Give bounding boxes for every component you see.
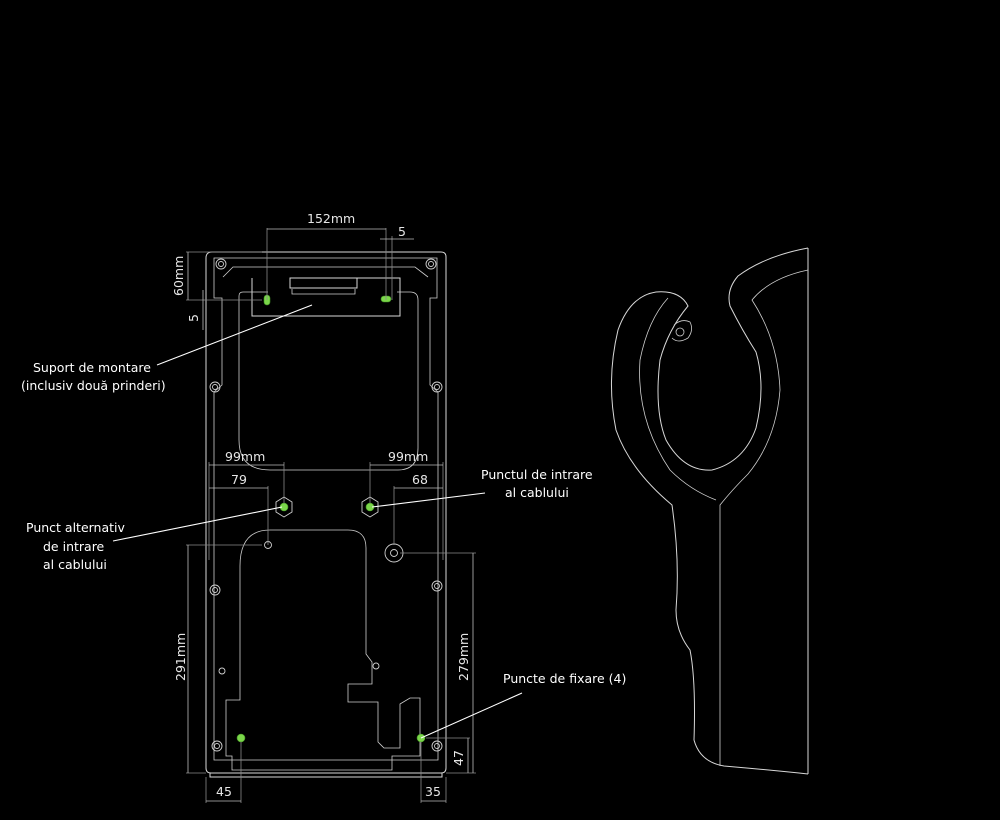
dim-5-top: 5 — [398, 224, 406, 239]
hole-icon — [425, 258, 437, 270]
side-nozzle-hole — [675, 327, 685, 337]
hole-icon — [431, 381, 443, 393]
dim-99mm-right: 99mm — [388, 449, 428, 464]
hole-icon — [211, 740, 223, 752]
inner-ledge — [222, 266, 429, 278]
screw-holes — [209, 258, 443, 752]
dim-152mm: 152mm — [307, 211, 355, 226]
front-view — [112, 228, 523, 803]
side-view — [610, 247, 809, 775]
side-front-line — [719, 269, 809, 766]
dim-47: 47 — [451, 750, 466, 766]
mounting-bracket — [251, 277, 401, 317]
side-inner-curve — [639, 297, 717, 501]
label-mounting-bracket-1: Suport de montare — [33, 360, 151, 375]
hole-icon — [434, 384, 440, 390]
label-alt-entry-2: de intrare — [43, 539, 105, 554]
hole-icon — [372, 662, 380, 670]
dim-35: 35 — [425, 784, 441, 799]
hole-icon — [434, 583, 440, 589]
label-alt-entry-3: al cablului — [43, 557, 107, 572]
lower-cutout — [225, 529, 421, 771]
dim-279mm: 279mm — [456, 633, 471, 681]
hole-icon — [431, 740, 443, 752]
fixing-point-left — [236, 733, 246, 743]
label-fixing-points: Puncte de fixare (4) — [503, 671, 626, 686]
upper-window — [238, 291, 419, 471]
label-cable-entry-2: al cablului — [505, 485, 569, 500]
hole-icon — [431, 580, 443, 592]
dim-68: 68 — [412, 472, 428, 487]
hole-icon — [212, 384, 218, 390]
inner-frame — [213, 257, 439, 761]
cable-entry-nuts — [275, 496, 379, 518]
label-cable-entry-1: Punctul de intrare — [481, 467, 593, 482]
dim-60mm: 60mm — [171, 256, 186, 296]
hole-icon — [214, 743, 220, 749]
hole-icon — [434, 743, 440, 749]
hole-icon — [209, 381, 221, 393]
hole-icon — [218, 261, 224, 267]
hole-icon — [218, 667, 226, 675]
hex-nut-icon — [361, 496, 379, 518]
hole-icon — [209, 584, 221, 596]
highlight-points — [236, 294, 426, 743]
side-nozzle — [671, 320, 692, 342]
base-outline — [209, 773, 443, 778]
dim-291mm: 291mm — [173, 633, 188, 681]
hole-icon — [212, 587, 218, 593]
mounting-bracket-inner — [291, 289, 356, 295]
body-outline — [205, 251, 447, 774]
hole-icon — [390, 549, 398, 557]
hole-icon — [215, 258, 227, 270]
label-alt-entry-1: Punct alternativ — [26, 520, 126, 535]
side-body-outline — [610, 247, 809, 775]
dim-5-left: 5 — [186, 314, 201, 322]
dim-79: 79 — [231, 472, 247, 487]
dimension-lines — [186, 228, 476, 803]
leader-lines — [112, 304, 523, 739]
hole-icon — [428, 261, 434, 267]
hex-nut-icon — [275, 496, 293, 518]
dim-45: 45 — [216, 784, 232, 799]
label-mounting-bracket-2: (inclusiv două prinderi) — [21, 378, 166, 393]
dim-99mm-left: 99mm — [225, 449, 265, 464]
